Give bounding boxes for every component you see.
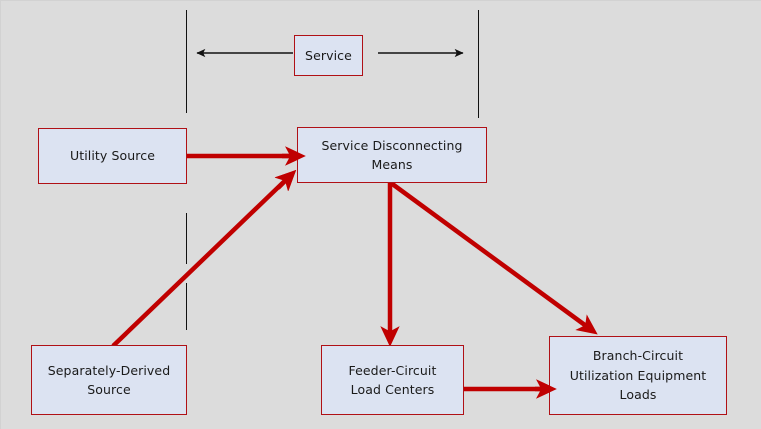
service-boundary-left-lower-lower-line [186, 283, 187, 330]
node-feeder-circuit-load-centers[interactable]: Feeder-Circuit Load Centers [321, 345, 464, 415]
node-feeder-circuit-load-centers-label: Feeder-Circuit Load Centers [348, 362, 437, 397]
service-boundary-left-top-line [186, 10, 187, 113]
arrowhead-separately-derived-to-disconnect [274, 169, 297, 192]
arrow-separately-derived-to-disconnect [111, 169, 297, 348]
node-utility-source[interactable]: Utility Source [38, 128, 187, 184]
node-service-label: Service [305, 47, 352, 63]
node-service-disconnecting-means[interactable]: Service Disconnecting Means [297, 127, 487, 183]
node-branch-circuit-utilization-equipment-loads-label: Branch-Circuit Utilization Equipment Loa… [569, 348, 707, 403]
node-service[interactable]: Service [294, 35, 363, 76]
node-separately-derived-source[interactable]: Separately-Derived Source [31, 345, 187, 415]
node-service-disconnecting-means-label: Service Disconnecting Means [321, 137, 463, 172]
service-boundary-right-top-line [478, 10, 479, 118]
arrow-disconnect-to-branch [389, 181, 598, 335]
node-separately-derived-source-label: Separately-Derived Source [47, 362, 171, 397]
node-utility-source-label: Utility Source [69, 148, 156, 164]
service-boundary-left-lower-upper-line [186, 213, 187, 264]
node-branch-circuit-utilization-equipment-loads[interactable]: Branch-Circuit Utilization Equipment Loa… [549, 336, 727, 415]
